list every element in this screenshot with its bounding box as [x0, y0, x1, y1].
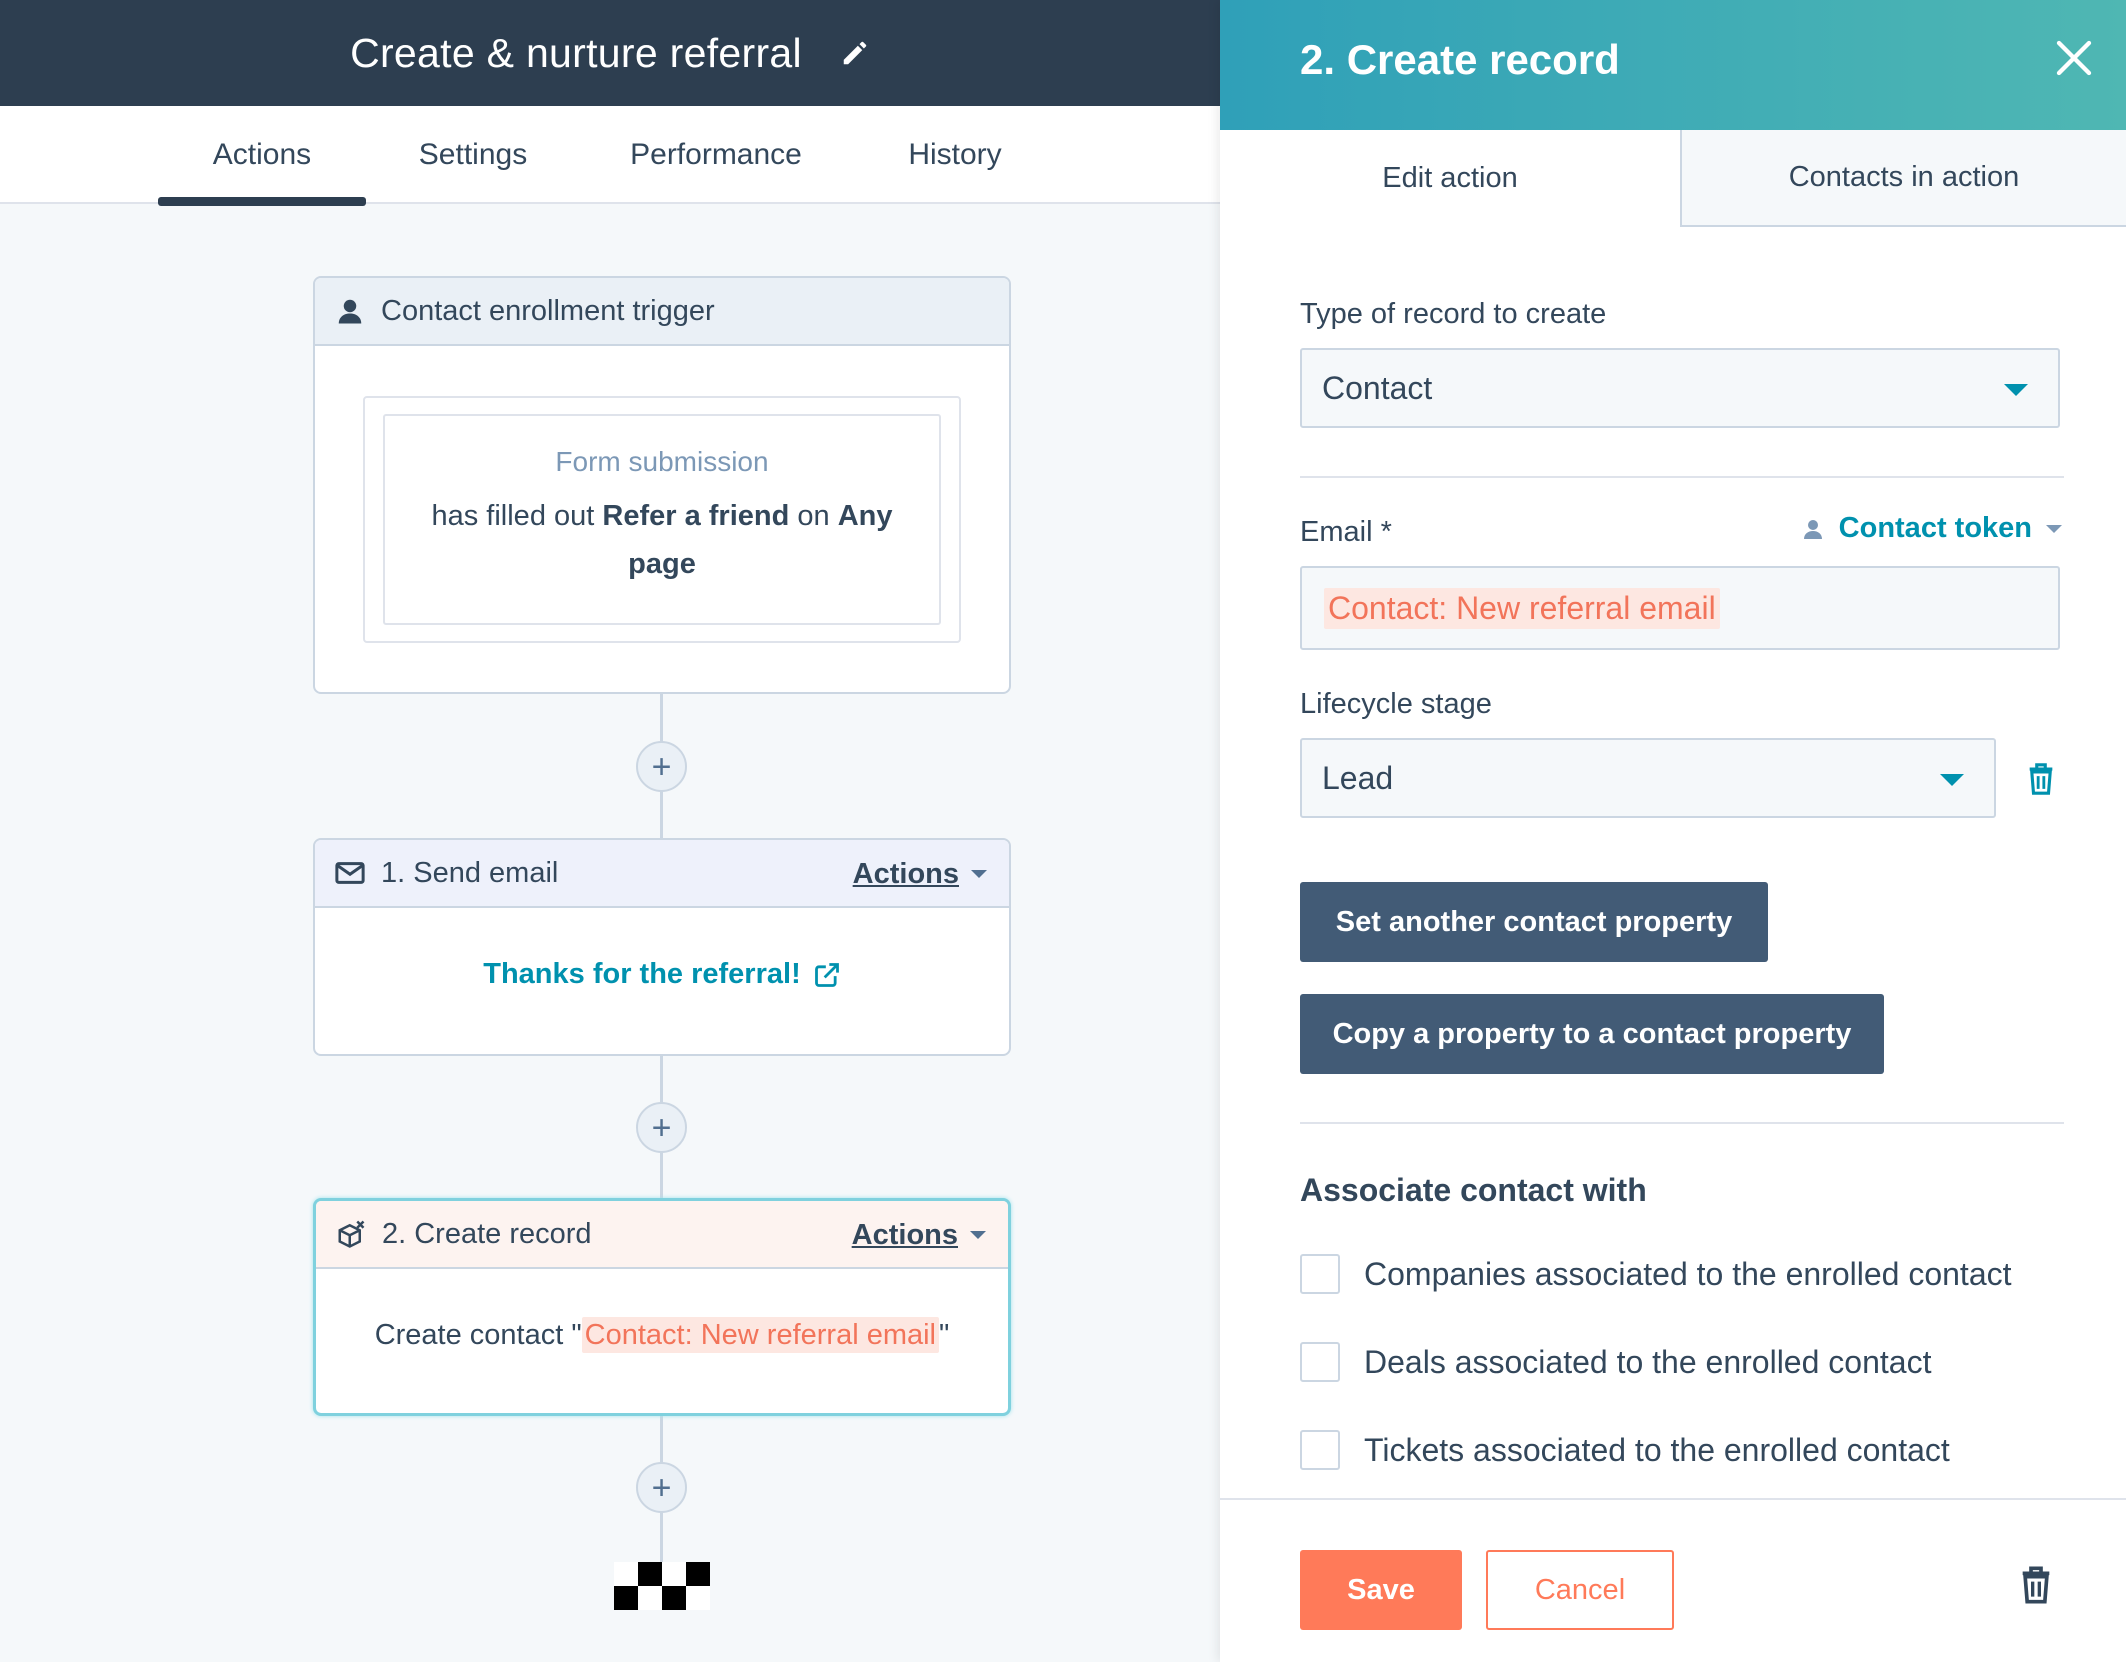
tab-edit-action[interactable]: Edit action — [1220, 130, 1680, 227]
email-link[interactable]: Thanks for the referral! — [315, 958, 1009, 991]
association-companies[interactable]: Companies associated to the enrolled con… — [1300, 1254, 2012, 1294]
association-deals[interactable]: Deals associated to the enrolled contact — [1300, 1342, 1931, 1382]
create-record-actions-dropdown[interactable]: Actions — [852, 1201, 986, 1269]
enrollment-trigger-card[interactable]: Contact enrollment trigger Form submissi… — [313, 276, 1011, 694]
tab-settings[interactable]: Settings — [418, 138, 528, 171]
create-record-icon — [336, 1219, 366, 1249]
create-record-card-header: 2. Create record Actions — [316, 1201, 1008, 1269]
create-record-card-title: 2. Create record — [382, 1217, 592, 1250]
close-icon[interactable] — [2054, 38, 2094, 78]
add-action-button[interactable]: + — [636, 1102, 687, 1153]
panel-title: 2. Create record — [1300, 36, 1620, 83]
form-name: Refer a friend — [602, 500, 790, 532]
save-button[interactable]: Save — [1300, 1550, 1462, 1630]
contact-icon — [335, 296, 365, 326]
panel-tabs: Edit action Contacts in action — [1220, 130, 2126, 227]
send-email-card-header: 1. Send email Actions — [315, 840, 1009, 908]
association-tickets[interactable]: Tickets associated to the enrolled conta… — [1300, 1430, 1950, 1470]
pencil-icon[interactable] — [840, 38, 870, 68]
tab-performance[interactable]: Performance — [630, 138, 802, 171]
copy-property-button[interactable]: Copy a property to a contact property — [1300, 994, 1884, 1074]
divider — [1300, 1122, 2064, 1124]
set-another-property-button[interactable]: Set another contact property — [1300, 882, 1768, 962]
send-email-action-card[interactable]: 1. Send email Actions Thanks for the ref… — [313, 838, 1011, 1056]
divider — [1300, 476, 2064, 478]
checkbox[interactable] — [1300, 1430, 1340, 1470]
trash-icon[interactable] — [2024, 760, 2058, 798]
cancel-button[interactable]: Cancel — [1486, 1550, 1674, 1630]
lifecycle-stage-select[interactable]: Lead — [1300, 738, 1996, 818]
trash-icon[interactable] — [2016, 1562, 2056, 1608]
finish-flag-icon — [614, 1562, 710, 1610]
record-type-label: Type of record to create — [1300, 298, 1607, 330]
associate-section-title: Associate contact with — [1300, 1172, 1647, 1208]
tab-contacts-in-action[interactable]: Contacts in action — [1680, 130, 2126, 227]
add-action-button[interactable]: + — [636, 741, 687, 792]
trigger-card-header: Contact enrollment trigger — [315, 278, 1009, 346]
workflow-title: Create & nurture referral — [350, 29, 802, 76]
email-label: Email * — [1300, 516, 1392, 548]
personalization-token: Contact: New referral email — [581, 1317, 939, 1353]
lifecycle-stage-label: Lifecycle stage — [1300, 688, 1492, 720]
chevron-down-icon — [971, 870, 987, 878]
personalization-token[interactable]: Contact: New referral email — [1324, 587, 1720, 629]
form-page: Any page — [628, 500, 893, 580]
workflow-canvas: Create & nurture referral Actions Settin… — [0, 0, 1220, 1610]
send-email-card-title: 1. Send email — [381, 856, 559, 889]
tab-actions[interactable]: Actions — [158, 106, 366, 206]
panel-header: 2. Create record — [1220, 0, 2126, 130]
panel-footer: Save Cancel — [1220, 1498, 2126, 1662]
checkbox[interactable] — [1300, 1254, 1340, 1294]
trigger-card-title: Contact enrollment trigger — [381, 294, 715, 327]
chevron-down-icon — [2046, 524, 2062, 533]
email-field[interactable]: Contact: New referral email — [1300, 566, 2060, 650]
send-email-actions-dropdown[interactable]: Actions — [853, 840, 987, 908]
filter-type-label: Form submission — [555, 446, 769, 477]
tab-history[interactable]: History — [908, 138, 1002, 171]
chevron-down-icon — [2004, 384, 2028, 396]
edit-action-panel: 2. Create record Edit action Contacts in… — [1220, 0, 2126, 1662]
contact-icon — [1803, 519, 1822, 539]
create-record-action-card[interactable]: 2. Create record Actions Create contact … — [313, 1198, 1011, 1416]
add-action-button[interactable]: + — [636, 1462, 687, 1513]
workflow-header: Create & nurture referral — [0, 0, 1220, 106]
external-link-icon — [814, 962, 839, 987]
filter-description: has filled out Refer a friend on Any pag… — [431, 500, 893, 580]
create-record-summary: Create contact "Contact: New referral em… — [374, 1317, 950, 1353]
chevron-down-icon — [970, 1231, 986, 1239]
checkbox[interactable] — [1300, 1342, 1340, 1382]
record-type-select[interactable]: Contact — [1300, 348, 2060, 428]
trigger-filter[interactable]: Form submission has filled out Refer a f… — [383, 414, 941, 625]
contact-token-dropdown[interactable]: Contact token — [1801, 512, 2062, 545]
trigger-filter-group: Form submission has filled out Refer a f… — [363, 396, 961, 643]
workflow-tabs: Actions Settings Performance History — [0, 106, 1220, 206]
envelope-icon — [335, 858, 365, 888]
chevron-down-icon — [1940, 774, 1964, 786]
